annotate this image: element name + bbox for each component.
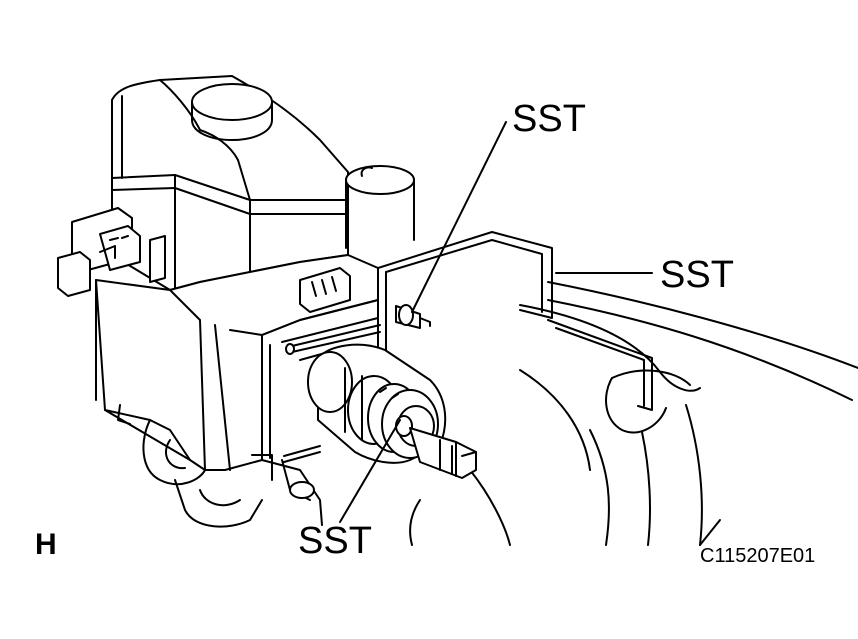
leader-line-sst-bottom: [340, 420, 400, 522]
view-letter: H: [35, 528, 57, 561]
leader-line-sst-top: [412, 122, 506, 312]
figure-code: C115207E01: [700, 545, 816, 567]
reservoir-tank: [112, 76, 348, 290]
lower-mount: [143, 420, 322, 527]
motor: [346, 166, 414, 248]
sst-label-top: SST: [512, 98, 586, 140]
top-terminal: [300, 268, 350, 312]
sst-label-bottom: SST: [298, 520, 372, 562]
sst-label-right: SST: [660, 254, 734, 296]
sst-bolt: [396, 305, 430, 328]
booster-housing: [410, 282, 858, 545]
sst-pushrod-tool: [410, 428, 476, 478]
electrical-connectors: [58, 208, 165, 296]
leader-lines: [340, 122, 652, 522]
stud-bolts: [284, 325, 380, 462]
